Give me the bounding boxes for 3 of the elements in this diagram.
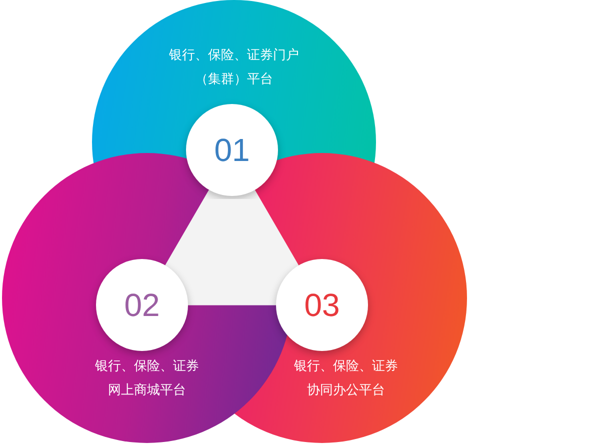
platform-label: 银行、保险、证券门户（集群）平台 <box>168 47 300 89</box>
platform-label: 银行、保险、证券协同办公平台 <box>293 358 399 400</box>
platform-label: 银行、保险、证券网上商城平台 <box>94 358 200 400</box>
